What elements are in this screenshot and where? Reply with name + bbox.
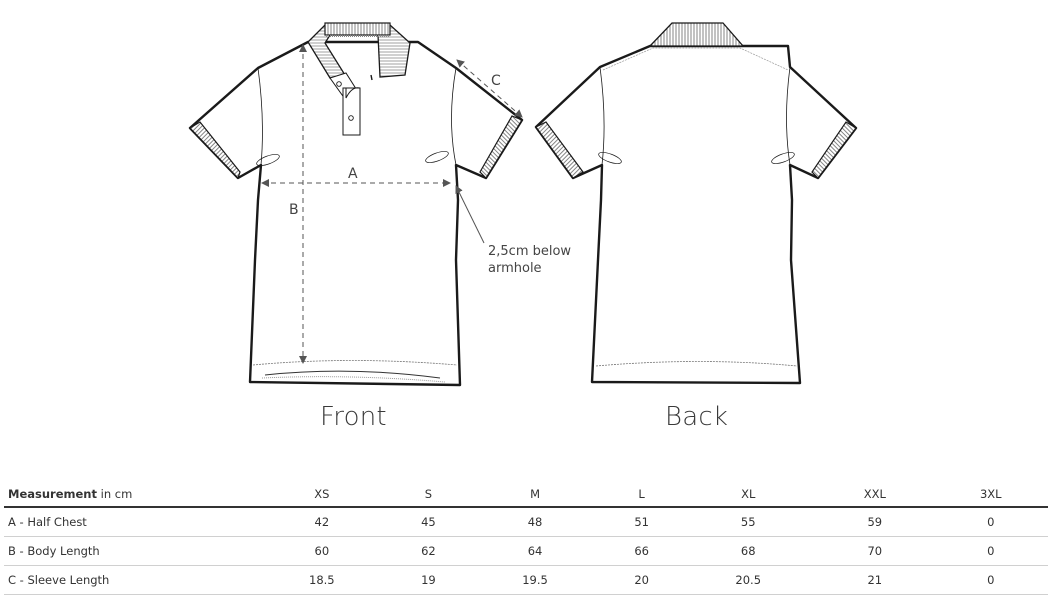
measurement-header-bold: Measurement xyxy=(8,486,97,501)
table-header-row: Measurement in cm XS S M L XL XXL 3XL xyxy=(4,481,1048,507)
table-cell: 64 xyxy=(527,543,543,558)
size-chart-table: Measurement in cm XS S M L XL XXL 3XL A … xyxy=(4,481,1048,595)
table-cell: 59 xyxy=(867,514,883,529)
polo-shirt-illustration xyxy=(188,22,858,387)
table-cell: 0 xyxy=(987,543,995,558)
table-row-sleeve-length: C - Sleeve Length 18.5 19 19.5 20 20.5 2… xyxy=(4,565,1048,594)
table-cell: 19.5 xyxy=(522,572,548,587)
dimension-lines xyxy=(261,44,523,364)
size-header: L xyxy=(638,486,645,501)
table-cell: 19 xyxy=(421,572,436,587)
armhole-note-line1: 2,5cm below xyxy=(488,244,572,259)
armhole-note: 2,5cm below armhole xyxy=(488,243,571,277)
size-guide-diagram: A B C 2,5cm below armhole Front Back xyxy=(188,22,858,432)
row-label: A - Half Chest xyxy=(8,514,87,529)
table-cell: 45 xyxy=(421,514,436,529)
table-cell: 0 xyxy=(987,514,995,529)
table-cell: 21 xyxy=(867,572,883,587)
size-header: XXL xyxy=(863,486,886,501)
table-cell: 20.5 xyxy=(735,572,762,587)
table-cell: 60 xyxy=(314,543,330,558)
size-header: M xyxy=(530,486,540,501)
front-view-label: Front xyxy=(320,402,387,432)
dimension-letter-b: B xyxy=(289,202,299,218)
front-shirt xyxy=(188,22,524,387)
row-label: C - Sleeve Length xyxy=(8,572,110,587)
row-label: B - Body Length xyxy=(8,543,100,558)
size-header: XS xyxy=(314,486,330,501)
table-row-body-length: B - Body Length 60 62 64 66 68 70 0 xyxy=(4,536,1048,565)
table-cell: 68 xyxy=(740,543,756,558)
back-view-label: Back xyxy=(665,402,729,432)
table-cell: 66 xyxy=(634,543,649,558)
dimension-letter-c: C xyxy=(491,73,501,89)
table-cell: 20 xyxy=(634,572,649,587)
table-cell: 70 xyxy=(867,543,883,558)
table-cell: 42 xyxy=(314,514,330,529)
table-cell: 0 xyxy=(987,572,995,587)
table-cell: 55 xyxy=(740,514,756,529)
dimension-letter-a: A xyxy=(348,166,358,182)
table-row-half-chest: A - Half Chest 42 45 48 51 55 59 0 xyxy=(4,507,1048,536)
table-cell: 48 xyxy=(527,514,543,529)
back-shirt xyxy=(534,22,858,385)
armhole-note-line2: armhole xyxy=(488,261,542,276)
table-cell: 18.5 xyxy=(309,572,335,587)
measurement-header: Measurement in cm xyxy=(4,481,254,507)
size-header: 3XL xyxy=(979,486,1002,501)
measurement-header-unit: in cm xyxy=(96,486,133,501)
table-cell: 62 xyxy=(421,543,436,558)
size-header: S xyxy=(424,486,433,501)
table-cell: 51 xyxy=(634,514,649,529)
size-header: XL xyxy=(741,486,756,501)
